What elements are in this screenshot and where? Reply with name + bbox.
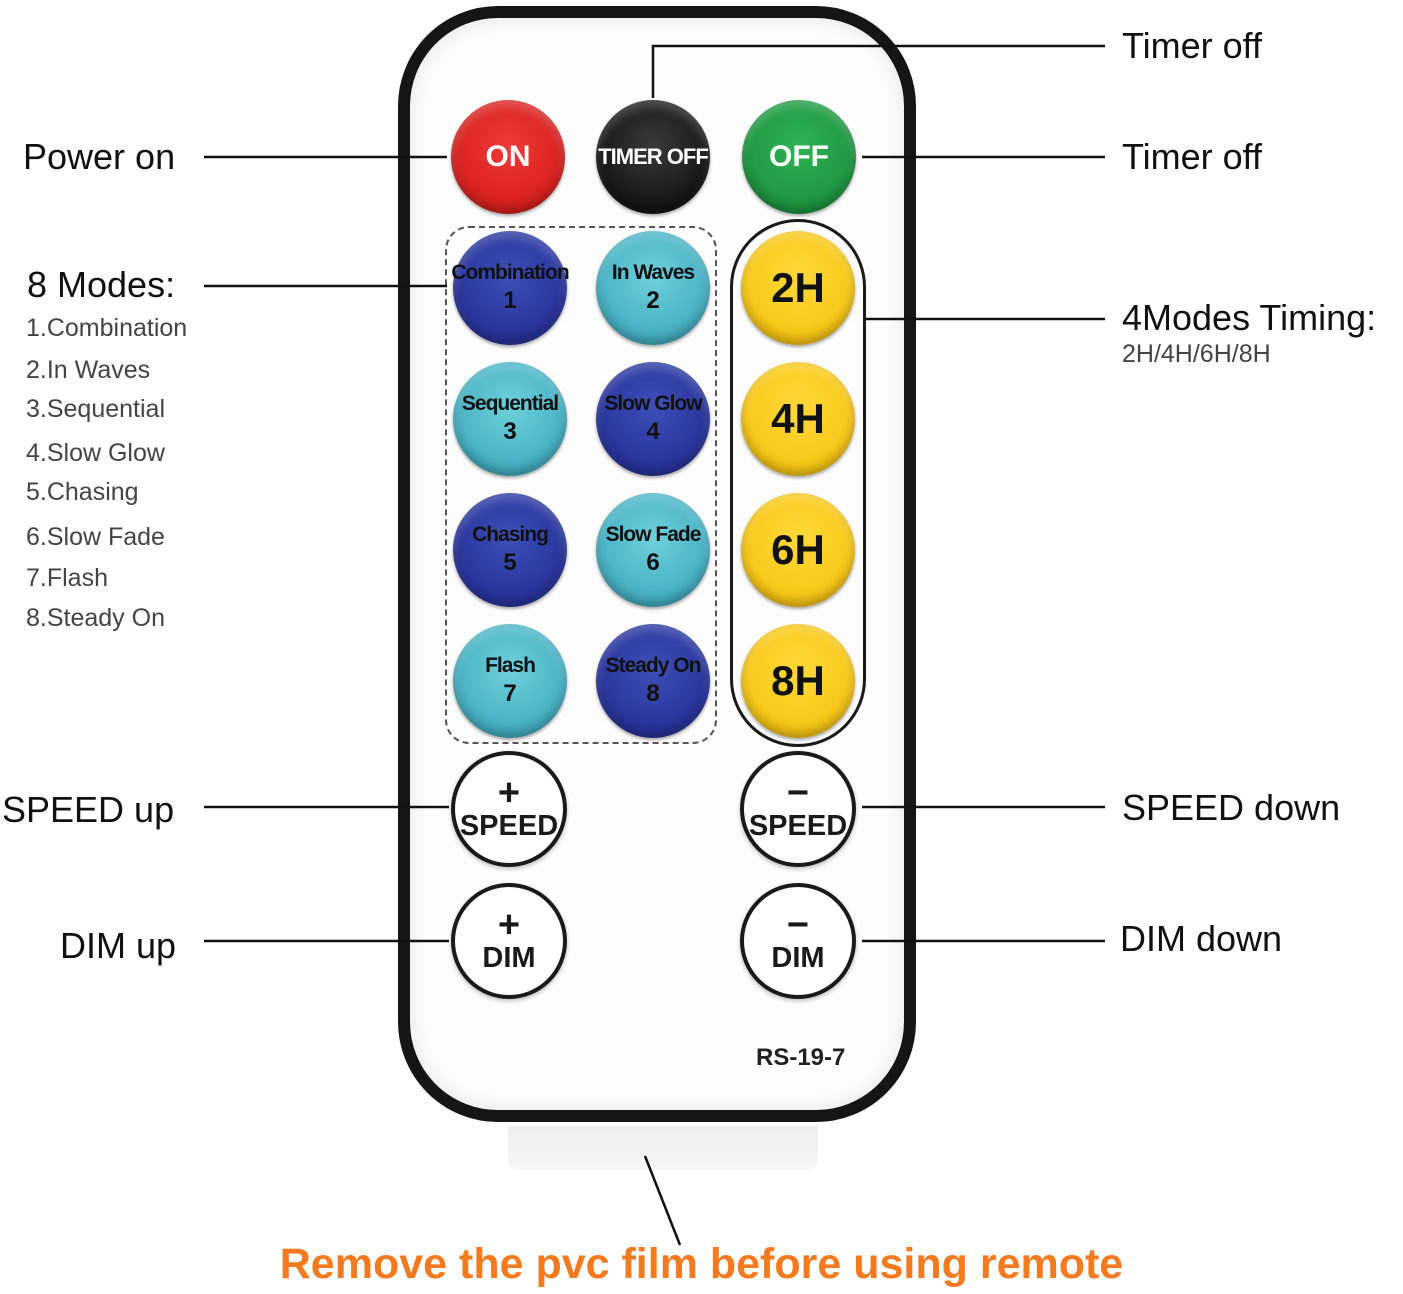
mode-button-in-waves[interactable]: In Waves 2 xyxy=(596,231,710,345)
callout-modes-title: 8 Modes: xyxy=(27,264,176,305)
mode-button-slow-fade[interactable]: Slow Fade 6 xyxy=(596,493,710,607)
pvc-film-note: Remove the pvc film before using remote xyxy=(279,1240,1124,1288)
timer-label: 4H xyxy=(771,394,825,442)
mode-button-chasing[interactable]: Chasing 5 xyxy=(453,493,567,607)
mode-name: Slow Fade xyxy=(605,523,702,547)
mode-list-item: 2.In Waves xyxy=(26,356,151,384)
on-button-label: ON xyxy=(485,140,531,174)
timer-4h-button[interactable]: 4H xyxy=(741,362,855,476)
callout-timing-title: 4Modes Timing: xyxy=(1122,297,1377,338)
mode-list-item: 7.Flash xyxy=(26,564,108,592)
mode-name: Steady On xyxy=(605,654,702,678)
speed-down-button[interactable]: − SPEED xyxy=(740,751,856,867)
mode-number: 3 xyxy=(503,418,517,446)
mode-number: 7 xyxy=(503,680,517,708)
mode-name: Flash xyxy=(485,654,536,678)
on-button[interactable]: ON xyxy=(451,100,565,214)
mode-name: In Waves xyxy=(611,261,695,285)
timer-label: 6H xyxy=(771,525,825,573)
callout-timer-off-right: Timer off xyxy=(1122,136,1263,177)
mode-list-item: 3.Sequential xyxy=(26,395,166,423)
speed-label: SPEED xyxy=(748,809,848,842)
mode-name: Combination xyxy=(451,261,569,285)
minus-icon: − xyxy=(786,771,810,814)
dim-down-button[interactable]: − DIM xyxy=(740,883,856,999)
dim-up-button[interactable]: + DIM xyxy=(451,883,567,999)
plus-icon: + xyxy=(497,771,521,814)
off-button-label: OFF xyxy=(769,140,829,174)
timer-off-button-label: TIMER OFF xyxy=(598,144,709,170)
mode-list-item: 4.Slow Glow xyxy=(26,439,165,467)
mode-number: 1 xyxy=(503,287,517,315)
pvc-film xyxy=(508,1126,818,1170)
plus-icon: + xyxy=(497,903,521,946)
timer-8h-button[interactable]: 8H xyxy=(741,624,855,738)
speed-label: SPEED xyxy=(459,809,559,842)
mode-number: 8 xyxy=(646,680,660,708)
speed-up-button[interactable]: + SPEED xyxy=(451,751,567,867)
mode-name: Slow Glow xyxy=(604,392,702,416)
mode-button-slow-glow[interactable]: Slow Glow 4 xyxy=(596,362,710,476)
mode-list-item: 8.Steady On xyxy=(26,604,165,632)
callout-speed-down: SPEED down xyxy=(1122,787,1341,828)
mode-list-item: 5.Chasing xyxy=(26,478,139,506)
modes-group-frame xyxy=(445,226,717,744)
mode-button-combination[interactable]: Combination 1 xyxy=(451,231,570,345)
timer-6h-button[interactable]: 6H xyxy=(741,493,855,607)
dim-label: DIM xyxy=(482,941,536,974)
timer-group-frame xyxy=(730,219,866,747)
mode-button-flash[interactable]: Flash 7 xyxy=(453,624,567,738)
mode-list-item: 6.Slow Fade xyxy=(26,523,165,551)
mode-button-sequential[interactable]: Sequential 3 xyxy=(453,362,567,476)
callout-speed-up: SPEED up xyxy=(2,789,175,830)
callout-timer-off-top: Timer off xyxy=(1122,25,1263,66)
dim-label: DIM xyxy=(771,941,825,974)
callout-power-on: Power on xyxy=(23,136,176,177)
mode-name: Sequential xyxy=(461,392,559,416)
timer-2h-button[interactable]: 2H xyxy=(741,231,855,345)
off-button[interactable]: OFF xyxy=(742,100,856,214)
timer-label: 2H xyxy=(771,263,825,311)
model-number: RS-19-7 xyxy=(756,1044,846,1071)
mode-number: 6 xyxy=(646,549,660,577)
mode-number: 2 xyxy=(646,287,660,315)
callout-dim-up: DIM up xyxy=(60,925,177,966)
minus-icon: − xyxy=(786,903,810,946)
callout-timing-sub: 2H/4H/6H/8H xyxy=(1122,340,1271,368)
timer-off-button[interactable]: TIMER OFF xyxy=(596,100,710,214)
mode-list-item: 1.Combination xyxy=(26,314,188,342)
timer-label: 8H xyxy=(771,656,825,704)
mode-number: 5 xyxy=(503,549,517,577)
callout-dim-down: DIM down xyxy=(1120,918,1283,959)
mode-number: 4 xyxy=(646,418,660,446)
mode-button-steady-on[interactable]: Steady On 8 xyxy=(596,624,710,738)
mode-name: Chasing xyxy=(472,523,549,547)
